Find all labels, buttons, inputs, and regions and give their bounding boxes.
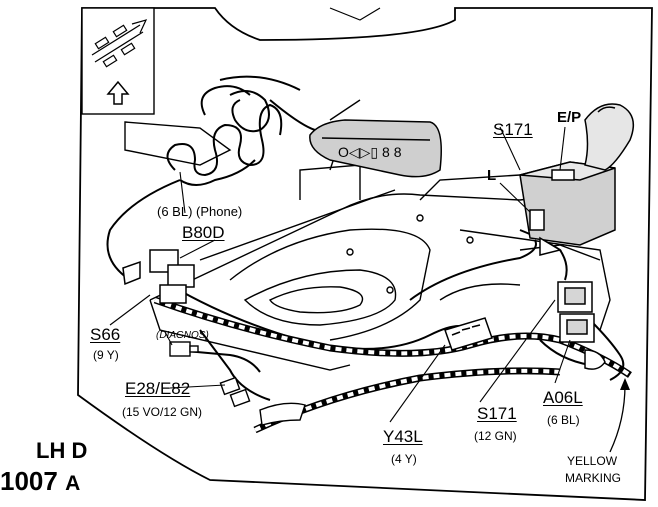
ref-number-digits: 1007: [0, 466, 58, 496]
coiled-cord: [166, 85, 283, 186]
e28-e82-connectors: [219, 376, 306, 426]
gear-selector: [519, 103, 635, 256]
label-b80d: B80D: [182, 223, 225, 242]
label-s66-sub: (9 Y): [93, 348, 119, 362]
label-y43l: Y43L: [383, 427, 423, 446]
label-s171-top: S171: [493, 120, 533, 139]
label-ep: E/P: [557, 109, 582, 126]
label-phone: (6 BL) (Phone): [157, 204, 243, 219]
label-a06l: A06L: [543, 388, 583, 407]
label-ref-number: 1007 A: [0, 468, 80, 494]
arrow-head-icon: [620, 378, 630, 390]
label-lhd: LH D: [36, 438, 88, 463]
label-a06l-sub: (6 BL): [547, 413, 580, 427]
label-s171-bottom-sub: (12 GN): [474, 429, 517, 443]
leader-lines: [109, 126, 571, 423]
orientation-car-icon: [91, 19, 148, 68]
up-arrow-icon: [106, 80, 130, 105]
harness-cables: [106, 75, 625, 401]
label-s171-bottom: S171: [477, 404, 517, 423]
orientation-inset: [81, 7, 155, 115]
yellow-marking-arrow: [609, 384, 626, 453]
label-yellow-marking-2: MARKING: [565, 471, 622, 485]
label-e28-e82: E28/E82: [125, 379, 191, 398]
label-y43l-sub: (4 Y): [391, 452, 417, 466]
label-l: L: [487, 167, 497, 184]
label-diagnos: (DIAGNOS): [156, 330, 209, 341]
top-sketch: [329, 7, 381, 21]
label-s66: S66: [90, 325, 121, 344]
y43l-connector: [444, 317, 493, 351]
ref-number-letter: A: [65, 472, 81, 495]
phone-display-glyphs: O◁▷▯ 8 8: [338, 144, 402, 160]
label-e28-e82-sub: (15 VO/12 GN): [122, 405, 203, 419]
phone-handset: [309, 119, 442, 178]
view-frame: [77, 7, 653, 501]
label-yellow-marking-1: YELLOW: [567, 454, 618, 468]
s66-connector-cluster: [122, 249, 195, 304]
floor-pan: [149, 99, 611, 371]
diagnos-connector: [169, 341, 199, 357]
a06l-connector-block: [557, 281, 606, 370]
